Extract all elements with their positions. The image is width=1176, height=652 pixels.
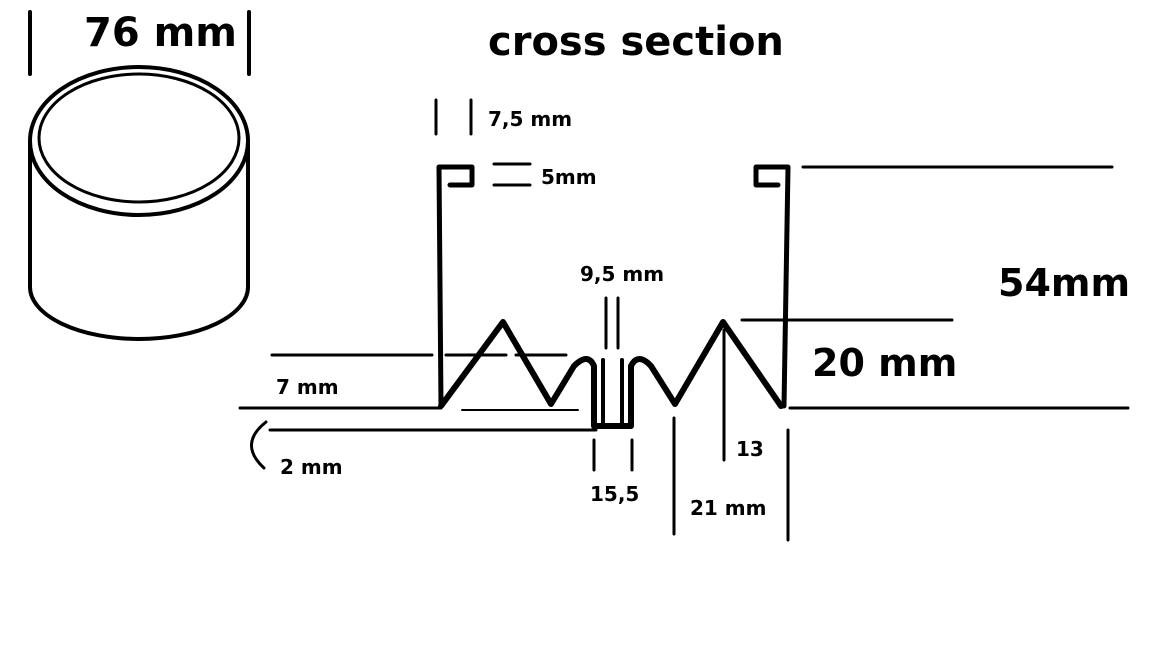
profile-outline (436, 164, 791, 429)
label-slot-width: 15,5 (590, 482, 639, 506)
diagram-title: cross section (488, 19, 784, 65)
label-base-offset: 7 mm (276, 375, 339, 399)
zigzag-profile (438, 319, 784, 429)
left-hook (436, 164, 475, 409)
labels: 76 mm cross section 7,5 mm 5mm 9,5 mm 54… (84, 10, 1130, 520)
label-diameter: 76 mm (84, 10, 237, 56)
label-span: 21 mm (690, 496, 766, 520)
label-hook-height: 5mm (541, 165, 597, 189)
label-profile-height: 20 mm (812, 341, 957, 385)
label-total-height: 54mm (998, 261, 1130, 305)
cylinder-bottom-arc (28, 285, 250, 341)
dimension-lines (238, 98, 1130, 542)
label-gap-top: 9,5 mm (580, 262, 664, 286)
dim-2-arc (250, 420, 268, 470)
cylinder-top-inner (37, 72, 241, 204)
cylinder-top-outer (28, 65, 250, 217)
label-hook-width: 7,5 mm (488, 107, 572, 131)
label-peak-spacing: 13 (736, 437, 764, 461)
cylinder-illustration (28, 10, 251, 341)
label-thickness: 2 mm (280, 455, 343, 479)
right-hook (753, 164, 791, 409)
